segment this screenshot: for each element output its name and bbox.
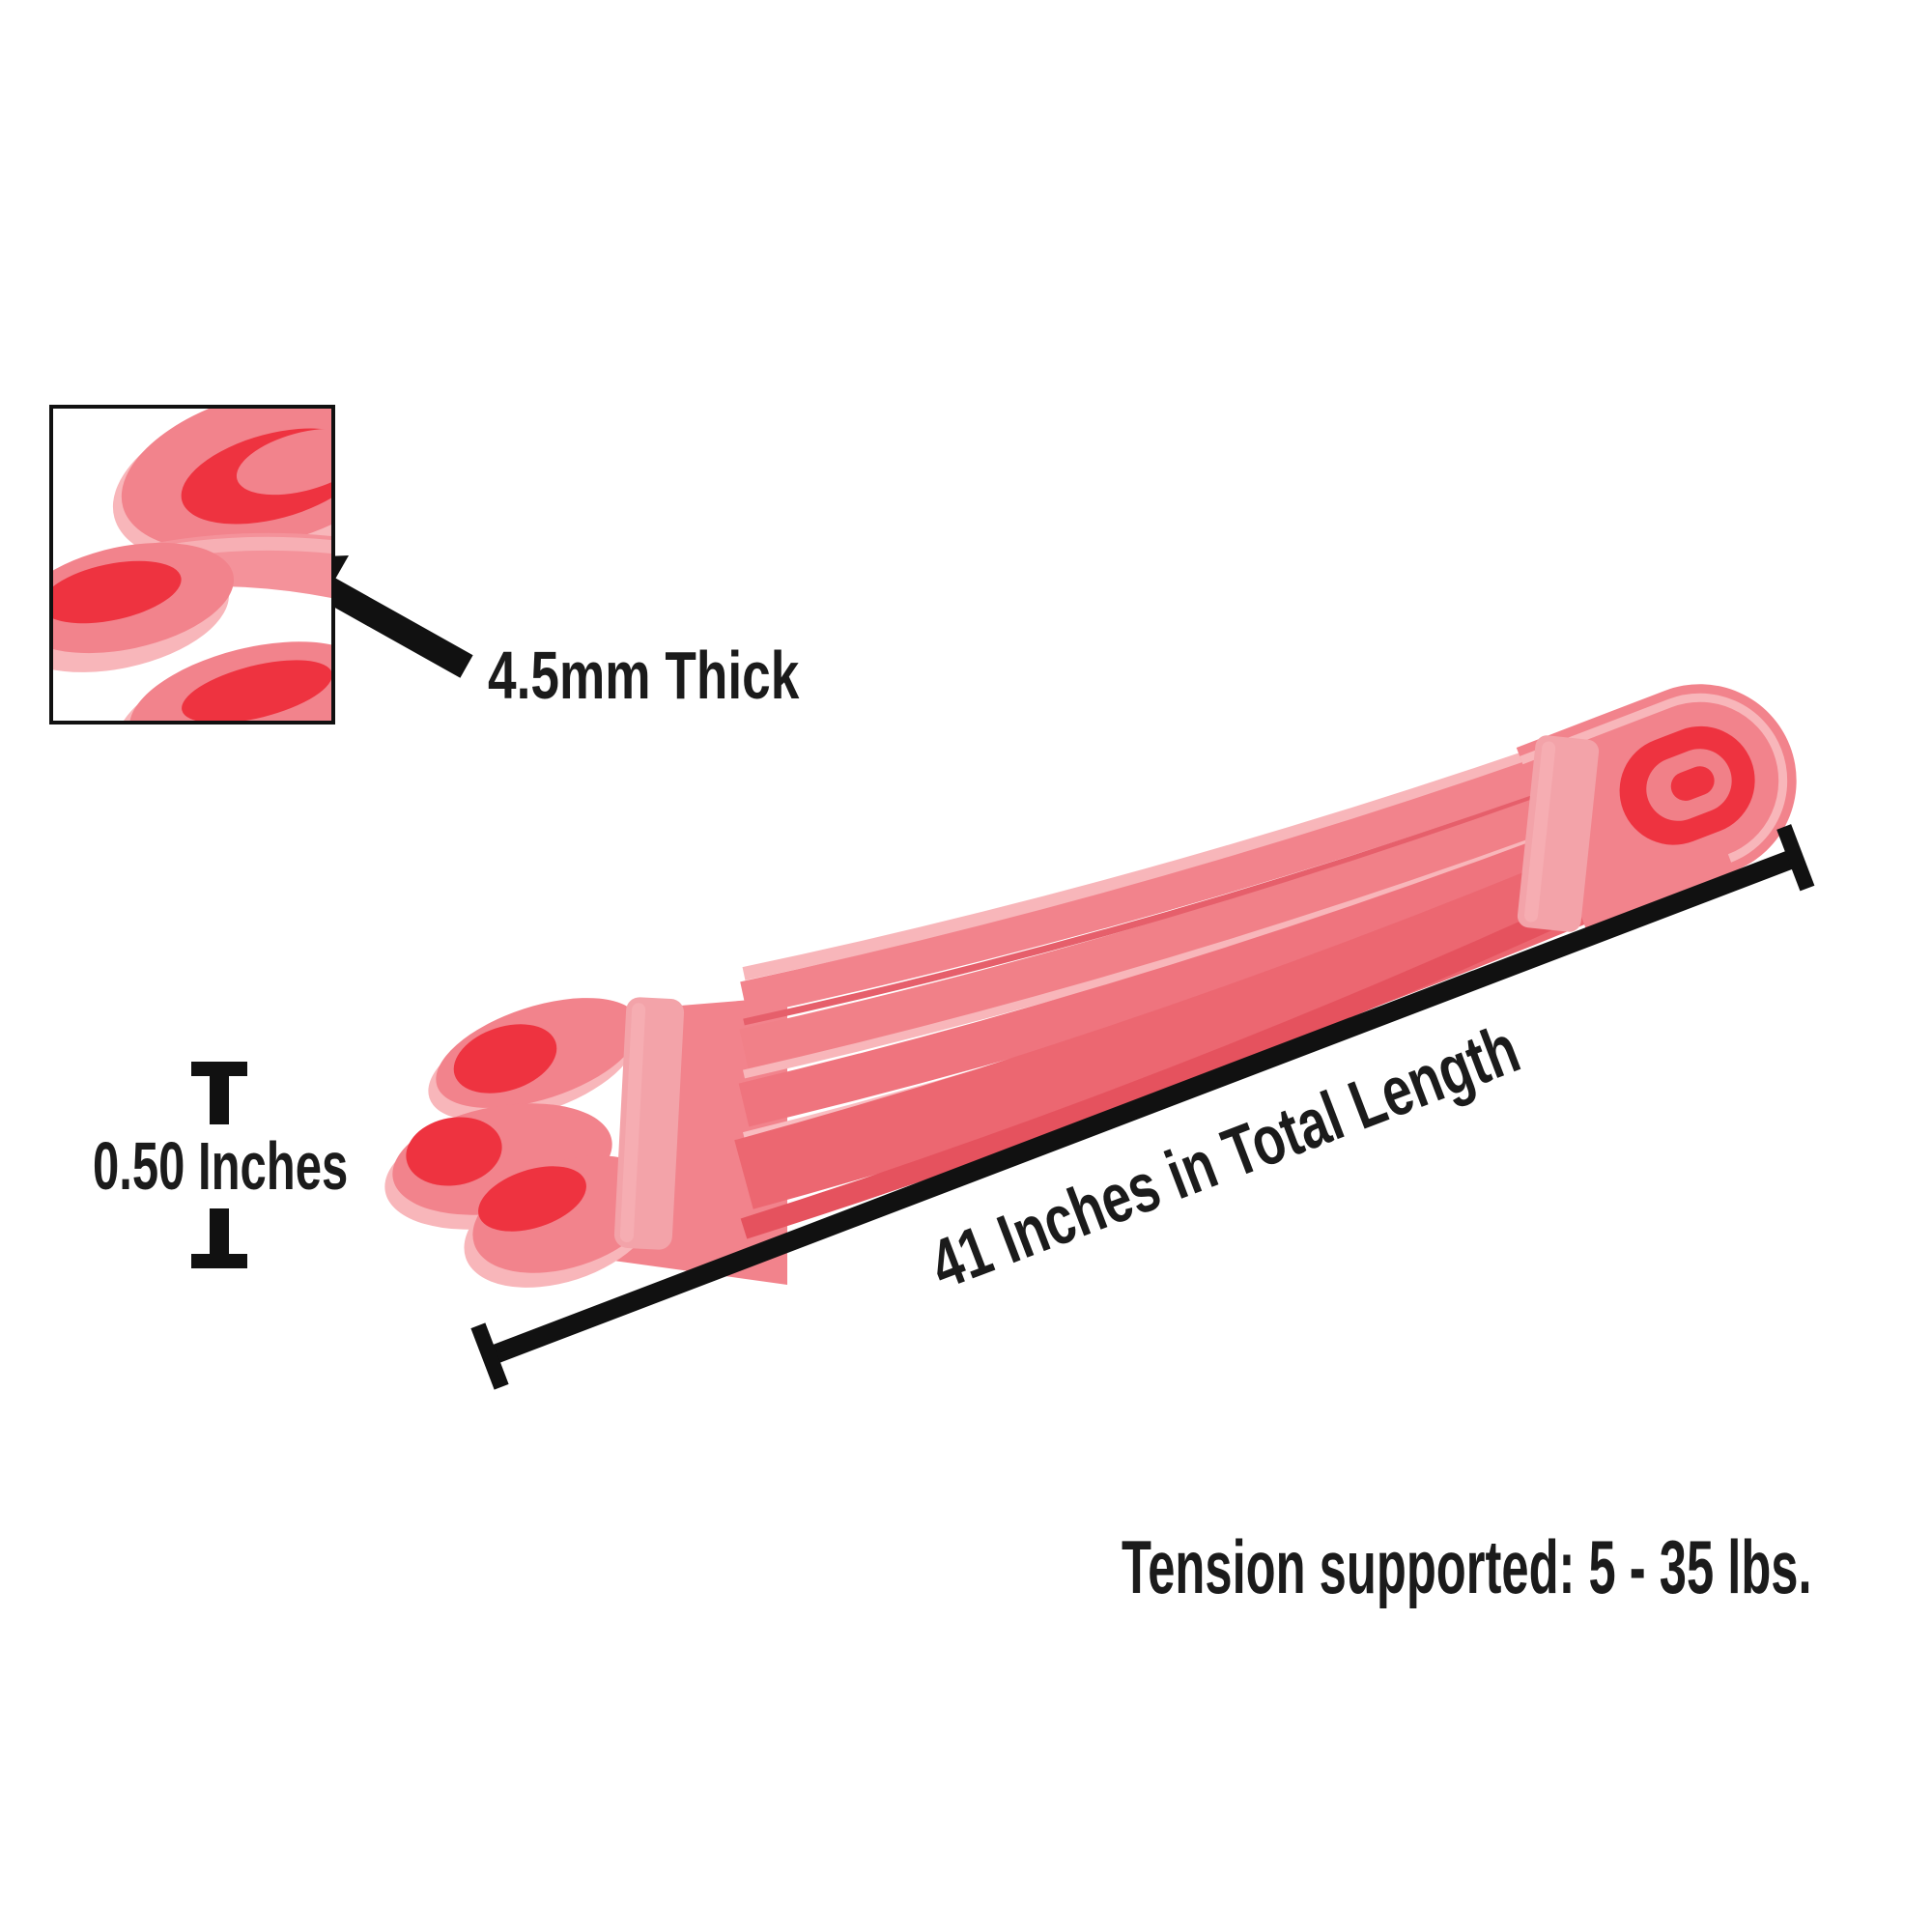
closeup-loop-inner-fold	[236, 428, 331, 496]
band-fold-hole-small	[1670, 766, 1715, 801]
callout-arrow-shaft	[317, 575, 473, 678]
width-indicator-top-stem	[210, 1076, 229, 1124]
closeup-loop-hole	[182, 660, 331, 721]
dimension-line	[486, 848, 1800, 1366]
inset-closeup-image	[53, 409, 331, 721]
tension-label: Tension supported: 5 - 35 lbs.	[1122, 1524, 1812, 1609]
band-fold-rim	[1520, 693, 1788, 863]
band-wrap-highlight	[619, 1003, 646, 1242]
thickness-label: 4.5mm Thick	[488, 638, 800, 713]
band-loop-hole	[478, 1166, 586, 1232]
band-wrap-left	[613, 997, 685, 1250]
width-indicator-top-bar	[191, 1062, 247, 1076]
band-loop-hole	[453, 1024, 557, 1094]
band-loop-hole	[406, 1117, 502, 1186]
width-indicator-bottom-stem	[210, 1208, 229, 1254]
width-indicator	[191, 1062, 247, 1268]
band-strand	[738, 802, 1651, 1127]
band-strand	[739, 761, 1650, 1069]
band-strand	[740, 867, 1647, 1239]
closeup-loop-hole	[53, 560, 182, 624]
dimension-end-cap-right	[1776, 824, 1815, 892]
resistance-band	[384, 684, 1797, 1288]
width-indicator-bottom-bar	[191, 1254, 247, 1268]
band-strand	[734, 828, 1657, 1209]
width-label: 0.50 Inches	[93, 1128, 349, 1204]
band-strand	[740, 722, 1649, 1016]
band-strands	[734, 710, 1657, 1239]
band-wrap-highlight	[1524, 741, 1556, 923]
inset-closeup-box	[49, 405, 335, 724]
dimension-end-cap-left	[470, 1322, 509, 1390]
band-strand	[742, 710, 1645, 980]
closeup-neck-highlight	[58, 536, 331, 586]
band-wrap-right	[1517, 735, 1600, 932]
band-strand	[743, 755, 1644, 1026]
length-dimension-line	[470, 824, 1815, 1390]
